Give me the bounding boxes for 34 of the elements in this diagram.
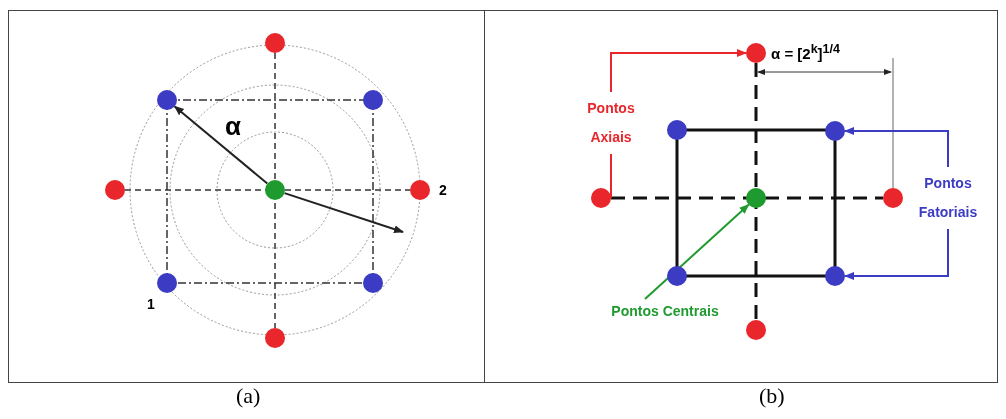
edge-label: α xyxy=(225,111,241,142)
design-point xyxy=(105,180,125,200)
point-type-label: Pontos Axiais xyxy=(566,94,656,152)
design-point xyxy=(265,328,285,348)
design-point xyxy=(667,120,687,140)
design-point xyxy=(157,90,177,110)
design-point xyxy=(157,273,177,293)
design-point xyxy=(265,33,285,53)
axis-number: 1 xyxy=(147,296,155,312)
design-point xyxy=(667,266,687,286)
design-point xyxy=(410,180,430,200)
design-point xyxy=(825,121,845,141)
design-point xyxy=(825,266,845,286)
panel-caption: (b) xyxy=(759,383,785,409)
design-point xyxy=(591,188,611,208)
design-point xyxy=(746,188,766,208)
axis-number: 2 xyxy=(439,182,447,198)
leader-arrow xyxy=(644,203,750,300)
design-point xyxy=(746,43,766,63)
radius-arrow xyxy=(173,105,269,185)
design-point xyxy=(363,90,383,110)
point-type-label: Pontos Centrais xyxy=(590,297,740,326)
leader-arrow xyxy=(607,153,615,199)
design-point xyxy=(746,320,766,340)
alpha-formula: α = [2$^{k}$]$^{1/4}$ xyxy=(771,42,840,62)
design-point xyxy=(883,188,903,208)
design-point xyxy=(265,180,285,200)
leader-arrow xyxy=(844,127,949,168)
radius-arrow xyxy=(283,192,404,233)
design-point xyxy=(363,273,383,293)
leader-arrow xyxy=(610,49,747,93)
point-type-label: Pontos Fatoriais xyxy=(903,169,993,227)
leader-arrow xyxy=(844,228,949,280)
panel-caption: (a) xyxy=(236,383,261,409)
